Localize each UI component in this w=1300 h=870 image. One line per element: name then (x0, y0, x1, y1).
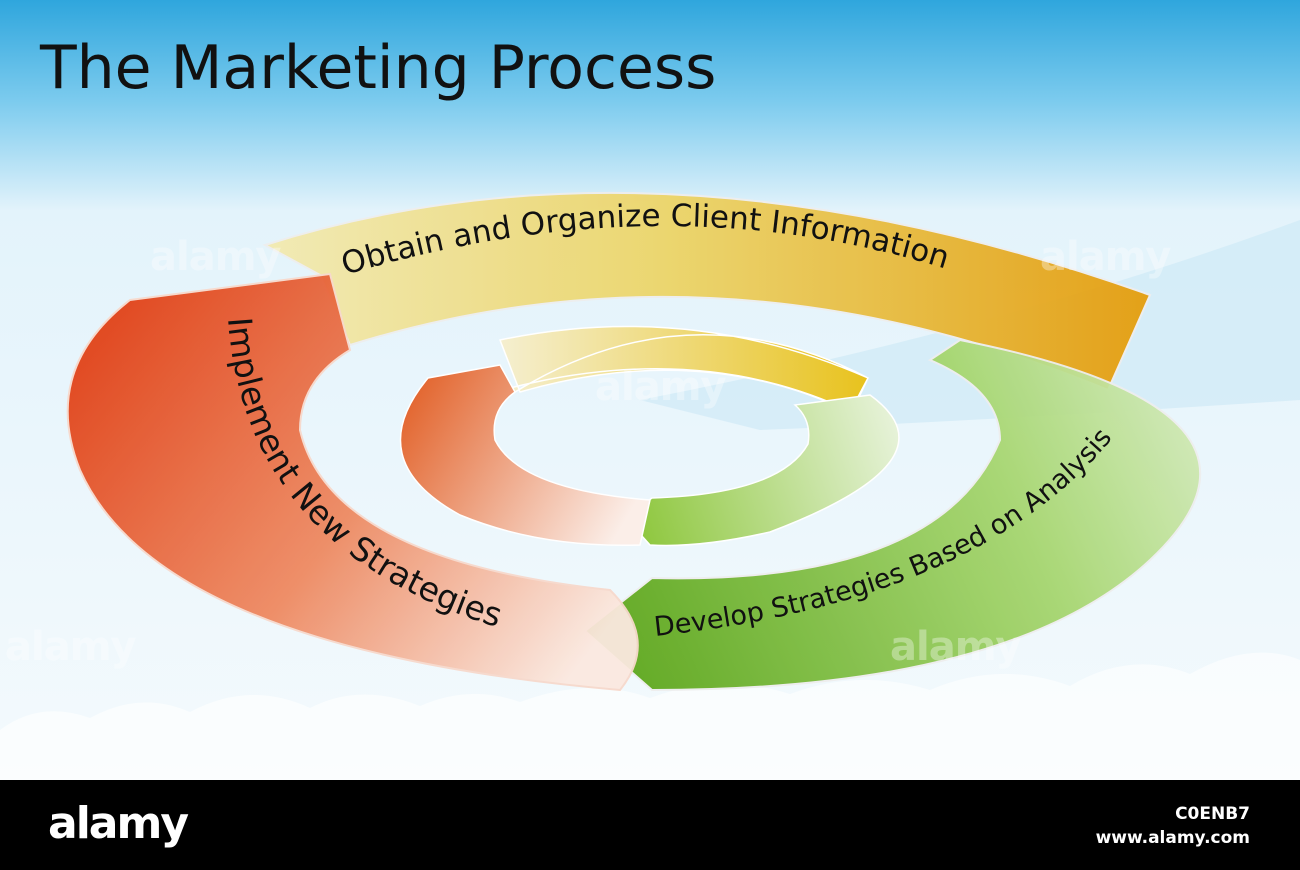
inner-arrow-green (623, 394, 900, 547)
marketing-process-diagram: The Marketing Process Obtain and Organiz… (0, 0, 1300, 780)
footer-image-info: C0ENB7 www.alamy.com (1096, 802, 1250, 850)
watermark: alamy (5, 624, 136, 670)
site-url: www.alamy.com (1095, 828, 1250, 848)
inner-arrow-yellow (498, 325, 870, 413)
image-id: C0ENB7 (1175, 804, 1250, 824)
step-arrow-develop (583, 338, 1202, 692)
watermark: alamy (595, 364, 726, 410)
footer-logo: alamy (48, 798, 189, 849)
inner-arrow-red (399, 364, 651, 546)
page-title: The Marketing Process (39, 33, 716, 103)
cloud-bank (0, 652, 1300, 780)
stock-footer-bar: alamy C0ENB7 www.alamy.com (0, 780, 1300, 870)
watermark: alamy (150, 234, 281, 280)
watermark: alamy (890, 624, 1021, 670)
step-arrow-implement (66, 272, 639, 692)
step-arrow-obtain (262, 191, 1152, 392)
watermark: alamy (1040, 234, 1171, 280)
